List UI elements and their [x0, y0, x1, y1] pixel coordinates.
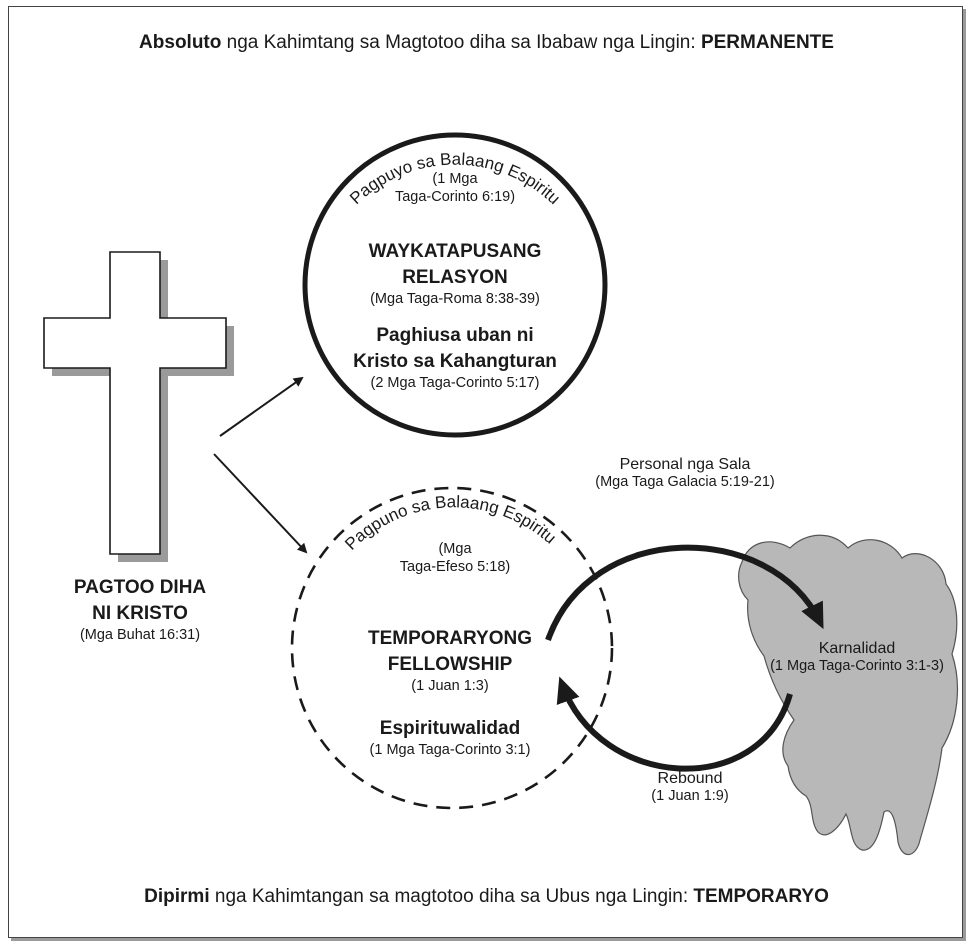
lower-heading1: TEMPORARYONG FELLOWSHIP (1 Juan 1:3)	[300, 626, 600, 695]
carnality-text: Karnalidad	[818, 640, 896, 657]
carnality-ref: (1 Mga Taga-Corinto 3:1-3)	[770, 658, 944, 675]
lower-heading2-ref: (1 Mga Taga-Corinto 3:1)	[369, 742, 531, 758]
personal-sin-ref: (Mga Taga Galacia 5:19-21)	[595, 474, 775, 491]
carnality-cloud	[738, 534, 959, 856]
upper-heading2: Paghiusa uban ni Kristo sa Kahangturan (…	[305, 323, 605, 392]
upper-heading2-line1: Paghiusa uban ni	[376, 325, 534, 346]
diagram-frame	[8, 6, 963, 938]
cross-label-line2: NI KRISTO	[92, 603, 188, 624]
rebound-label: Rebound (1 Juan 1:9)	[590, 770, 790, 805]
upper-arc-ref: (1 Mga Taga-Corinto 6:19)	[335, 170, 575, 206]
lower-arc-ref-line2: Taga-Efeso 5:18)	[399, 559, 511, 575]
top-statement-middle: nga Kahimtang sa Magtotoo diha sa Ibabaw…	[221, 32, 701, 53]
arrow-sin-to-carnality	[545, 544, 824, 641]
rebound-text: Rebound	[657, 770, 723, 787]
cross-label-line1: PAGTOO DIHA	[73, 577, 207, 598]
bottom-statement-middle: nga Kahimtangan sa magtotoo diha sa Ubus…	[209, 886, 694, 907]
personal-sin-label: Personal nga Sala (Mga Taga Galacia 5:19…	[545, 456, 825, 491]
upper-heading2-ref: (2 Mga Taga-Corinto 5:17)	[370, 375, 540, 391]
upper-heading1: WAYKATAPUSANG RELASYON (Mga Taga-Roma 8:…	[305, 239, 605, 308]
top-statement: Absoluto nga Kahimtang sa Magtotoo diha …	[0, 32, 973, 54]
cross-label: PAGTOO DIHA NI KRISTO (Mga Buhat 16:31)	[20, 575, 260, 644]
upper-heading1-line1: WAYKATAPUSANG	[368, 241, 542, 262]
bottom-statement: Dipirmi nga Kahimtangan sa magtotoo diha…	[0, 886, 973, 908]
lower-heading2: Espirituwalidad (1 Mga Taga-Corinto 3:1)	[300, 716, 600, 759]
lower-heading2-text: Espirituwalidad	[379, 718, 521, 739]
lower-arc-ref: (Mga Taga-Efeso 5:18)	[335, 540, 575, 576]
arrow-rebound-to-fellowship	[556, 676, 793, 772]
upper-circle	[302, 132, 608, 438]
rebound-ref: (1 Juan 1:9)	[651, 788, 729, 805]
lower-heading1-line1: TEMPORARYONG	[368, 628, 532, 649]
upper-heading1-ref: (Mga Taga-Roma 8:38-39)	[370, 291, 540, 307]
arrow-to-upper-circle	[219, 376, 304, 437]
lower-dashed-circle	[290, 486, 614, 810]
lower-heading1-ref: (1 Juan 1:3)	[411, 678, 489, 694]
top-statement-tail: PERMANENTE	[700, 32, 834, 53]
top-statement-lead: Absoluto	[139, 32, 222, 53]
upper-arc-ref-line2: Taga-Corinto 6:19)	[394, 189, 516, 205]
arrow-to-lower-circle	[213, 453, 308, 554]
lower-arc-ref-line1: (Mga	[438, 541, 472, 557]
cross-icon	[43, 251, 227, 555]
cross-ref: (Mga Buhat 16:31)	[79, 627, 201, 643]
bottom-statement-tail: TEMPORARYO	[693, 886, 829, 907]
lower-heading1-line2: FELLOWSHIP	[387, 654, 513, 675]
upper-arc-ref-line1: (1 Mga	[432, 171, 478, 187]
upper-heading1-line2: RELASYON	[402, 267, 508, 288]
carnality-label: Karnalidad (1 Mga Taga-Corinto 3:1-3)	[752, 640, 962, 675]
bottom-statement-lead: Dipirmi	[144, 886, 210, 907]
upper-heading2-line2: Kristo sa Kahangturan	[353, 351, 557, 372]
personal-sin-text: Personal nga Sala	[619, 456, 751, 473]
